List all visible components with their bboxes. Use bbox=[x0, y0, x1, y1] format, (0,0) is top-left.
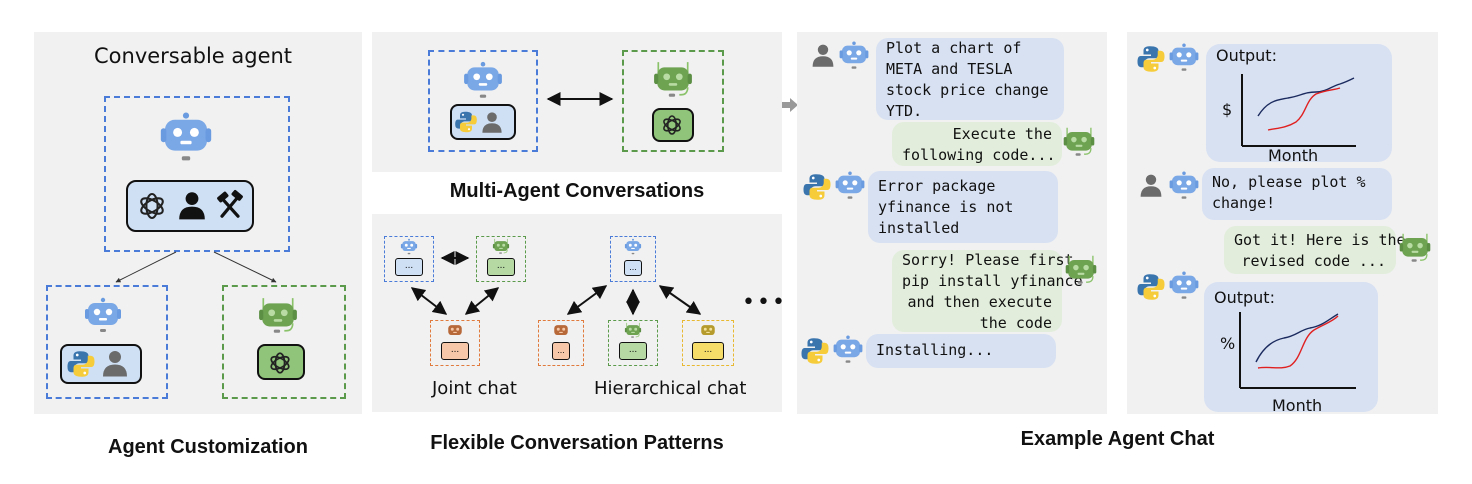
openai-tray bbox=[652, 108, 694, 142]
multi-agent-right-box bbox=[622, 50, 724, 152]
y-axis-label: % bbox=[1220, 334, 1236, 353]
multi-agent-caption: Multi-Agent Conversations bbox=[449, 180, 705, 202]
more-patterns-ellipsis: ••• bbox=[742, 290, 787, 315]
robot-icon bbox=[1064, 254, 1098, 288]
python-icon bbox=[1136, 44, 1166, 74]
joint-green-tray: ... bbox=[487, 258, 515, 276]
person-icon bbox=[810, 42, 836, 68]
person-icon bbox=[1138, 172, 1164, 198]
custom-agent-blue-box bbox=[46, 285, 168, 399]
y-axis-label: $ bbox=[1222, 100, 1233, 119]
x-axis-label: Month bbox=[1268, 146, 1319, 165]
hier-top-tray: ... bbox=[624, 260, 642, 276]
hier-agent-green bbox=[608, 320, 658, 366]
chat-message-user: Plot a chart of META and TESLA stock pri… bbox=[876, 38, 1064, 120]
joint-blue-tray: ... bbox=[395, 258, 423, 276]
robot-icon bbox=[1168, 270, 1200, 302]
conversable-agent-heading: Conversable agent bbox=[94, 44, 293, 68]
hier-agent-yellow bbox=[682, 320, 734, 366]
conversable-agent-box bbox=[104, 96, 290, 252]
output-chart-2 bbox=[1204, 282, 1378, 412]
multi-agent-left-box bbox=[428, 50, 538, 152]
joint-orange-tray: ... bbox=[441, 342, 469, 360]
robot-icon bbox=[834, 170, 866, 202]
chat-message-assistant: Execute the following code... bbox=[892, 122, 1062, 166]
output-chart-1 bbox=[1206, 44, 1392, 162]
joint-agent-green bbox=[476, 236, 526, 282]
x-axis-label: Month bbox=[1272, 396, 1323, 415]
chat-message-assistant: Sorry! Please first pip install yfinance… bbox=[892, 250, 1083, 332]
python-icon bbox=[800, 336, 830, 366]
robot-icon bbox=[838, 40, 870, 72]
joint-chat-label: Joint chat bbox=[432, 378, 517, 399]
robot-icon bbox=[1168, 42, 1200, 74]
hier-orange-tray: ... bbox=[552, 342, 570, 360]
chat-message-assistant: Got it! Here is the revised code ... bbox=[1224, 226, 1406, 274]
output-label: Output: bbox=[1214, 288, 1275, 307]
robot-icon bbox=[1398, 232, 1432, 266]
chat-message-executor: Error package yfinance is not installed bbox=[868, 171, 1058, 243]
joint-agent-blue bbox=[384, 236, 434, 282]
openai-tray bbox=[257, 344, 305, 380]
output-label: Output: bbox=[1216, 46, 1277, 65]
output-plot-1 bbox=[1241, 74, 1356, 147]
hier-yellow-tray: ... bbox=[692, 342, 724, 360]
robot-icon bbox=[832, 334, 864, 366]
flow-arrow bbox=[782, 98, 798, 112]
chat-message-user: No, please plot % change! bbox=[1202, 168, 1392, 220]
hier-agent-top bbox=[610, 236, 656, 282]
joint-agent-orange bbox=[430, 320, 480, 366]
patterns-caption: Flexible Conversation Patterns bbox=[430, 432, 724, 454]
custom-agent-green-box bbox=[222, 285, 346, 399]
output-plot-2 bbox=[1239, 312, 1356, 389]
python-icon bbox=[802, 172, 832, 202]
hier-green-tray: ... bbox=[619, 342, 647, 360]
hier-agent-orange bbox=[538, 320, 584, 366]
hierarchical-chat-label: Hierarchical chat bbox=[594, 378, 747, 399]
customization-caption: Agent Customization bbox=[108, 436, 308, 458]
chat-message-executor: Installing... bbox=[866, 334, 1056, 368]
python-icon bbox=[1136, 272, 1166, 302]
robot-icon bbox=[1062, 126, 1096, 160]
robot-icon bbox=[1168, 170, 1200, 202]
chat-caption: Example Agent Chat bbox=[1020, 428, 1215, 450]
